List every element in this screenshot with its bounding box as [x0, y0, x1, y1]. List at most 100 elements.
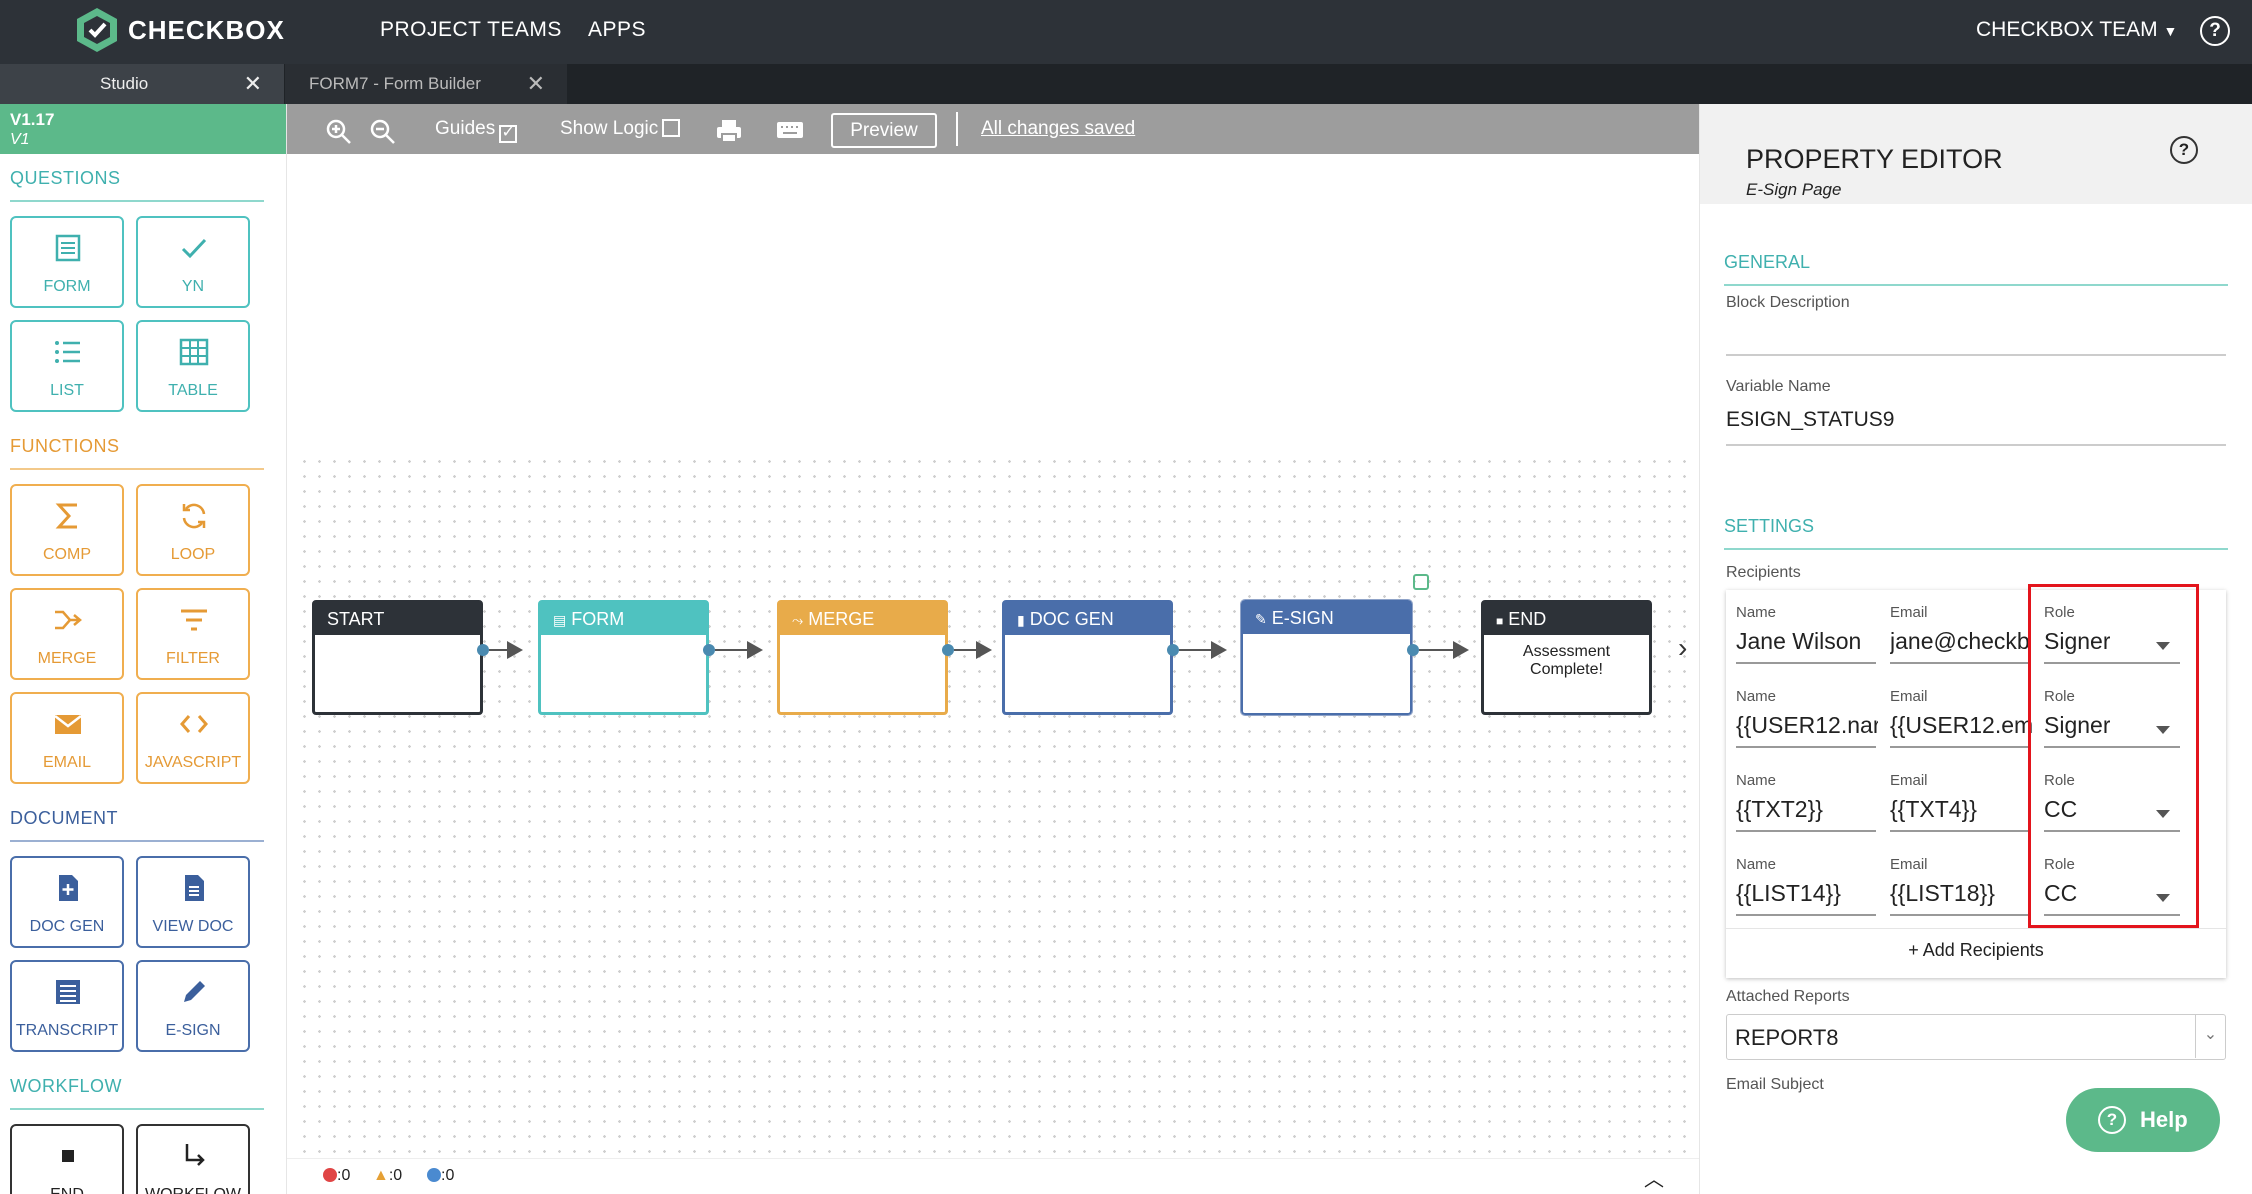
tool-merge[interactable]: MERGE — [10, 588, 124, 680]
port-dot[interactable] — [703, 644, 715, 656]
node-start[interactable]: START — [312, 600, 483, 715]
show-logic-toggle[interactable]: Show Logic — [560, 118, 681, 140]
tool-label: LIST — [50, 382, 84, 399]
check-icon — [181, 238, 207, 259]
recipient-name-input[interactable]: Jane Wilson — [1736, 628, 1862, 654]
nav-project-teams[interactable]: PROJECT TEAMS — [380, 18, 562, 41]
tool-doc-gen[interactable]: DOC GEN — [10, 856, 124, 948]
flow-canvas[interactable]: START ▤ FORM ⤳ MERGE ▮ DOC GEN ✎ E-SIGN … — [287, 154, 1699, 1158]
name-label: Name — [1736, 772, 1777, 789]
tool-view-doc[interactable]: VIEW DOC — [136, 856, 250, 948]
port-dot[interactable] — [942, 644, 954, 656]
close-icon[interactable]: ✕ — [243, 71, 262, 96]
preview-button[interactable]: Preview — [831, 113, 937, 148]
team-menu[interactable]: CHECKBOX TEAM ▼ — [1976, 18, 2177, 42]
tool-label: JAVASCRIPT — [144, 754, 242, 771]
tool-list[interactable]: LIST — [10, 320, 124, 412]
tool-comp[interactable]: COMP — [10, 484, 124, 576]
recipient-role-select[interactable]: Signer — [2044, 712, 2111, 738]
help-button[interactable]: ? Help — [2066, 1088, 2220, 1152]
tool-loop[interactable]: LOOP — [136, 484, 250, 576]
zoom-out-icon[interactable] — [369, 118, 397, 152]
chevron-down-icon: ⌄ — [2195, 1015, 2225, 1058]
recipient-email-input[interactable]: {{LIST18}} — [1890, 880, 1995, 906]
list-icon — [55, 341, 80, 363]
tool-label: COMP — [43, 546, 91, 563]
node-header: ⤳ MERGE — [780, 603, 945, 635]
chevron-up-icon[interactable]: ︿ — [1644, 1169, 1664, 1191]
role-label: Role — [2044, 688, 2075, 705]
caret-down-icon — [2156, 894, 2170, 902]
print-icon[interactable] — [715, 118, 743, 150]
tab-label: Studio — [100, 74, 149, 93]
node-doc-gen[interactable]: ▮ DOC GEN — [1002, 600, 1173, 715]
tool-email[interactable]: EMAIL — [10, 692, 124, 784]
brand-logo[interactable]: CHECKBOX — [74, 6, 285, 54]
add-recipients-button[interactable]: + Add Recipients — [1908, 940, 2044, 960]
recipient-role-select[interactable]: Signer — [2044, 628, 2111, 654]
info-count-label: :0 — [441, 1167, 455, 1184]
tool-e-sign[interactable]: E-SIGN — [136, 960, 250, 1052]
show-logic-checkbox[interactable] — [662, 119, 681, 137]
tab-form-builder[interactable]: FORM7 - Form Builder ✕ — [285, 64, 567, 104]
divider — [10, 468, 264, 470]
tool-label: TABLE — [168, 382, 218, 399]
recipient-email-input[interactable]: {{TXT4}} — [1890, 796, 1977, 822]
guides-label: Guides — [435, 118, 496, 139]
pencil-icon: ✎ — [1255, 611, 1267, 627]
tool-table[interactable]: TABLE — [136, 320, 250, 412]
divider — [1724, 548, 2228, 550]
tool-filter[interactable]: FILTER — [136, 588, 250, 680]
section-questions: QUESTIONS — [10, 168, 121, 188]
stop-icon: ■ — [1496, 614, 1504, 628]
node-header: START — [315, 603, 480, 635]
node-title: START — [327, 609, 385, 629]
block-description-field[interactable] — [1726, 318, 2226, 354]
error-count[interactable]: :0 — [323, 1167, 350, 1185]
tab-studio[interactable]: Studio ✕ — [0, 64, 284, 104]
field-underline — [1890, 746, 2030, 748]
tool-form[interactable]: FORM — [10, 216, 124, 308]
version-sub: V1 — [10, 131, 30, 148]
variable-name-field[interactable]: ESIGN_STATUS9 — [1726, 408, 1895, 431]
tool-workflow[interactable]: WORKFLOW — [136, 1124, 250, 1194]
recipient-name-input[interactable]: {{LIST14}} — [1736, 880, 1841, 906]
recipient-email-input[interactable]: {{USER12.em — [1890, 712, 2032, 738]
recipient-role-select[interactable]: CC — [2044, 796, 2078, 822]
close-icon[interactable]: ✕ — [526, 71, 545, 96]
info-count[interactable]: :0 — [427, 1167, 454, 1185]
copy-icon[interactable] — [1413, 574, 1429, 590]
recipient-email-input[interactable]: jane@checkb — [1890, 628, 2030, 654]
save-status-link[interactable]: All changes saved — [981, 118, 1136, 139]
recipient-name-input[interactable]: {{TXT2}} — [1736, 796, 1823, 822]
chevron-right-icon[interactable]: › — [1678, 632, 1688, 663]
node-e-sign-selected[interactable]: ✎ E-SIGN — [1240, 599, 1413, 716]
show-logic-label: Show Logic — [560, 118, 659, 139]
nav-apps[interactable]: APPS — [588, 18, 647, 41]
divider — [1724, 284, 2228, 286]
node-merge[interactable]: ⤳ MERGE — [777, 600, 948, 715]
guides-checkbox[interactable]: ✓ — [499, 125, 518, 143]
form-icon — [55, 234, 81, 262]
zoom-in-icon[interactable] — [325, 118, 353, 152]
tool-yn[interactable]: YN — [136, 216, 250, 308]
tool-javascript[interactable]: JAVASCRIPT — [136, 692, 250, 784]
warning-count[interactable]: ▲:0 — [373, 1167, 402, 1185]
arrow-icon — [747, 641, 763, 659]
node-end[interactable]: ■ END Assessment Complete! — [1481, 600, 1652, 715]
attached-reports-select[interactable]: REPORT8 ⌄ — [1726, 1014, 2226, 1060]
node-header: ▮ DOC GEN — [1005, 603, 1170, 635]
tool-transcript[interactable]: TRANSCRIPT — [10, 960, 124, 1052]
guides-toggle[interactable]: Guides✓ — [435, 118, 518, 143]
port-dot[interactable] — [1407, 644, 1419, 656]
port-dot[interactable] — [477, 644, 489, 656]
help-icon[interactable]: ? — [2170, 136, 2198, 164]
node-form[interactable]: ▤ FORM — [538, 600, 709, 715]
node-header: ✎ E-SIGN — [1243, 602, 1410, 634]
tool-end[interactable]: END — [10, 1124, 124, 1194]
help-icon[interactable]: ? — [2200, 16, 2230, 46]
recipient-name-input[interactable]: {{USER12.nar — [1736, 712, 1878, 738]
recipient-role-select[interactable]: CC — [2044, 880, 2078, 906]
port-dot[interactable] — [1167, 644, 1179, 656]
keyboard-icon[interactable] — [776, 118, 804, 148]
